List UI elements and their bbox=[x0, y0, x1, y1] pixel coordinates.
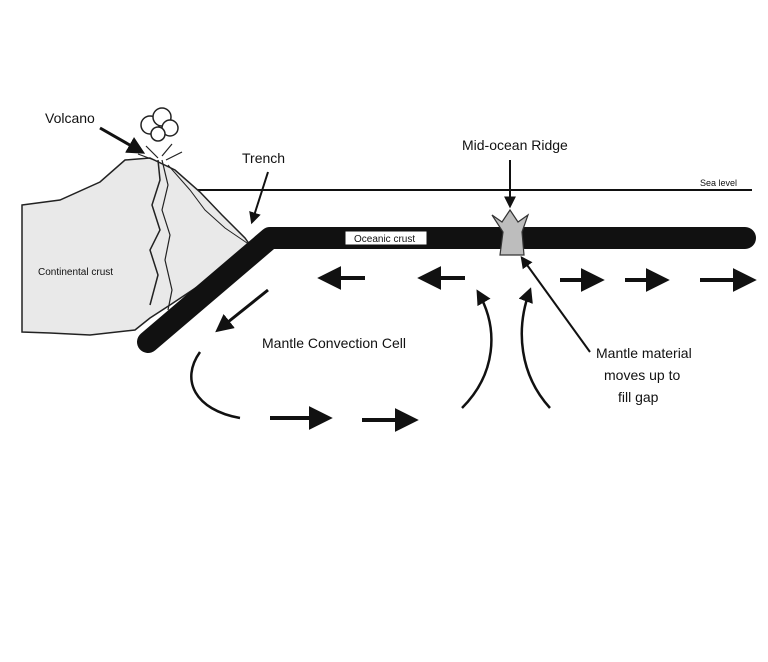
convection-curve-left bbox=[190, 351, 241, 420]
oceanic-crust-label: Oceanic crust bbox=[354, 234, 415, 245]
eruption-cloud-icon bbox=[140, 107, 179, 142]
sea-level-label: Sea level bbox=[700, 178, 737, 188]
continental-crust-label: Continental crust bbox=[38, 267, 113, 278]
oceanic-crust-label-box bbox=[344, 230, 428, 246]
ridge-magma bbox=[491, 208, 530, 256]
volcano-pointer-arrow bbox=[99, 126, 146, 154]
trench-label: Trench bbox=[242, 150, 285, 166]
volcano-label: Volcano bbox=[45, 110, 95, 126]
volcano-conduit-2 bbox=[161, 159, 173, 311]
mid-ocean-ridge-label: Mid-ocean Ridge bbox=[462, 137, 568, 153]
continental-crust bbox=[21, 157, 254, 336]
mantle-convection-cell-label: Mantle Convection Cell bbox=[262, 335, 406, 351]
mantle-material-pointer-arrow bbox=[520, 256, 591, 353]
mantle-material-label-line1: Mantle material bbox=[596, 345, 692, 361]
trench-pointer-arrow bbox=[249, 171, 269, 225]
mantle-material-label-line2: moves up to bbox=[604, 367, 680, 383]
crack-line bbox=[167, 164, 251, 246]
volcano-conduit bbox=[149, 159, 161, 306]
eruption-rays-icon bbox=[137, 143, 183, 161]
convection-curve-rising bbox=[461, 289, 493, 409]
mantle-material-label-line3: fill gap bbox=[618, 389, 659, 405]
subduction-arrow bbox=[215, 288, 269, 333]
convection-curve-right bbox=[518, 287, 551, 409]
